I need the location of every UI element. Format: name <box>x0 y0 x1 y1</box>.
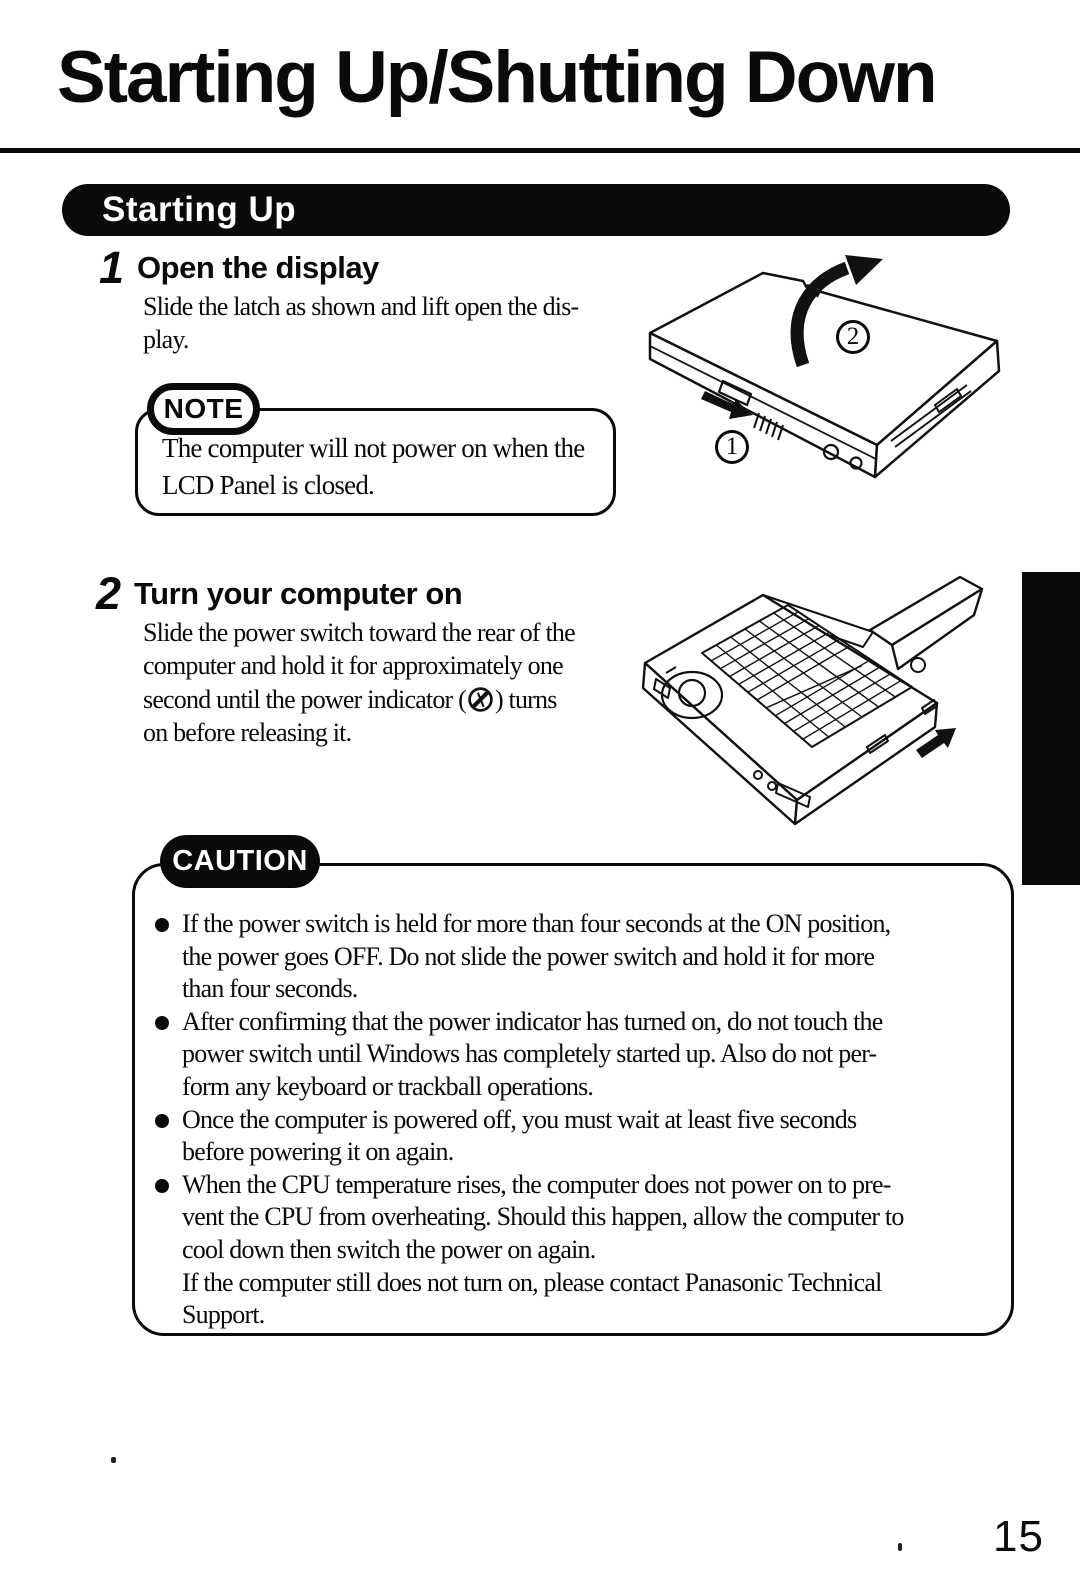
note-body-line: LCD Panel is closed. <box>162 470 375 500</box>
caution-item: Once the computer is powered off, you mu… <box>155 1104 995 1169</box>
step-2-body-line: Slide the power switch toward the rear o… <box>143 618 576 647</box>
caution-item-text: If the power switch is held for more tha… <box>182 909 891 1004</box>
step-1-body-line: play. <box>143 325 189 355</box>
step-1-body: Slide the latch as shown and lift open t… <box>143 290 579 357</box>
scan-speck <box>898 1543 902 1551</box>
step-2-heading-row: 2 Turn your computer on <box>96 568 463 619</box>
section-banner-label: Starting Up <box>102 190 297 229</box>
note-badge-label: NOTE <box>163 393 244 424</box>
callout-2-icon: 2 <box>836 320 870 354</box>
step-2-body-line-pre: second until the power indicator ( <box>143 684 467 714</box>
callout-1-icon: 1 <box>715 430 749 464</box>
open-laptop-illustration <box>630 575 985 835</box>
bullet-icon <box>155 1113 169 1128</box>
caution-item: If the power switch is held for more tha… <box>155 908 995 1006</box>
callout-1-label: 1 <box>725 433 739 460</box>
power-switch-arrow-icon <box>916 728 956 758</box>
note-body-line: The computer will not power on when the <box>162 433 585 463</box>
caution-item: If the computer still does not turn on, … <box>155 1267 995 1332</box>
note-body: The computer will not power on when the … <box>162 430 585 504</box>
step-2-body-line-post: ) turns <box>494 684 557 714</box>
scan-speck <box>111 1457 116 1463</box>
section-banner: Starting Up <box>62 184 1010 236</box>
latch-slide-arrow-icon <box>701 391 753 419</box>
step-1-number: 1 <box>99 242 124 293</box>
step-2-number: 2 <box>96 568 121 619</box>
lid-open-arrow-icon <box>790 255 883 368</box>
caution-item-text: If the computer still does not turn on, … <box>182 1267 882 1330</box>
page-number: 15 <box>993 1512 1044 1561</box>
caution-item-text: Once the computer is powered off, you mu… <box>182 1104 857 1167</box>
page-title: Starting Up/Shutting Down <box>57 37 938 118</box>
bullet-icon <box>155 918 169 932</box>
step-2-heading: Turn your computer on <box>134 576 463 611</box>
caution-box <box>132 863 1014 1336</box>
step-2-body: Slide the power switch toward the rear o… <box>143 616 576 749</box>
bullet-icon <box>155 1178 169 1193</box>
step-2-body-line: on before releasing it. <box>143 717 352 747</box>
title-divider <box>0 148 1080 153</box>
step-1-heading: Open the display <box>137 250 379 285</box>
step-1-body-line: Slide the latch as shown and lift open t… <box>143 292 579 321</box>
note-badge: NOTE <box>147 383 260 435</box>
caution-badge: CAUTION <box>160 835 320 888</box>
power-indicator-icon <box>468 686 493 712</box>
step-2-body-line-with-icon: second until the power indicator ( ) tur… <box>143 683 575 716</box>
caution-item: After confirming that the power indicato… <box>155 1006 995 1104</box>
closed-laptop-illustration: 1 2 <box>635 255 1015 500</box>
callout-2-label: 2 <box>846 323 860 350</box>
step-2-body-line: computer and hold it for approximately o… <box>143 651 564 681</box>
bullet-icon <box>155 1015 169 1030</box>
closed-laptop-drawing <box>648 255 1001 479</box>
caution-item: When the CPU temperature rises, the comp… <box>155 1169 995 1267</box>
caution-body: If the power switch is held for more tha… <box>155 908 995 1332</box>
caution-badge-label: CAUTION <box>172 845 308 877</box>
caution-item-text: After confirming that the power indicato… <box>182 1006 883 1101</box>
caution-item-text: When the CPU temperature rises, the comp… <box>182 1169 904 1264</box>
step-1-heading-row: 1 Open the display <box>99 242 379 293</box>
open-laptop-drawing <box>641 575 984 826</box>
section-tab-marker <box>1022 572 1080 885</box>
